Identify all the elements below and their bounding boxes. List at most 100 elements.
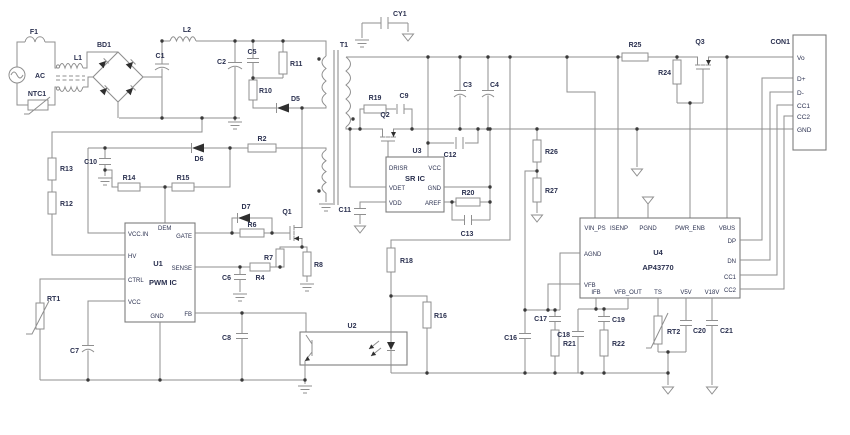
u4-pin-ts: TS: [654, 290, 662, 296]
label-c12: C12: [444, 152, 457, 159]
label-r13: R13: [60, 166, 73, 173]
label-c8: C8: [222, 335, 231, 342]
label-r10: R10: [259, 88, 272, 95]
label-u2: U2: [348, 323, 357, 330]
u4-pin-ifb: IFB: [591, 290, 600, 296]
label-r19: R19: [369, 95, 382, 102]
label-r25: R25: [629, 42, 642, 49]
label-ntc1: NTC1: [28, 91, 46, 98]
label-c18: C18: [557, 332, 570, 339]
q1-mosfet-icon: [280, 218, 303, 248]
inductor-icon: [169, 36, 197, 43]
sr-stage: [349, 57, 793, 234]
rt1-thermistor-icon: [35, 302, 45, 330]
u1-name: PWM IC: [149, 278, 177, 287]
con1-pin-labels: Vo D+ D- CC1 CC2 GND: [797, 55, 812, 134]
label-r4: R4: [256, 275, 265, 282]
label-r20: R20: [462, 190, 475, 197]
label-q3: Q3: [695, 39, 704, 46]
u1-pin-hv: HV: [128, 254, 136, 260]
label-c21: C21: [720, 328, 733, 335]
label-q1: Q1: [282, 209, 291, 216]
label-c6: C6: [222, 275, 231, 282]
u4-pin-cc2: CC2: [724, 288, 737, 294]
label-l2: L2: [183, 27, 191, 34]
label-d5: D5: [291, 96, 300, 103]
u1-ref: U1: [153, 259, 163, 268]
con1-pin-dm: D-: [797, 90, 804, 97]
label-d6: D6: [195, 156, 204, 163]
u4-box: [579, 217, 741, 299]
label-c16: C16: [504, 335, 517, 342]
con1-pin-cc2: CC2: [797, 114, 810, 121]
label-r27: R27: [545, 188, 558, 195]
con1-pin-cc1: CC1: [797, 103, 810, 110]
con1-pin-dp: D+: [797, 76, 806, 83]
u3-pin-vcc: VCC: [428, 166, 441, 172]
label-r21: R21: [563, 341, 576, 348]
u4-pin-vinps: VIN_PS: [584, 226, 605, 232]
ntc-thermistor-icon: [27, 99, 49, 111]
u3-pin-vdet: VDET: [389, 186, 405, 192]
junction-dots: [86, 39, 729, 382]
fuse-icon: [24, 36, 46, 43]
label-c20: C20: [693, 328, 706, 335]
label-r2: R2: [258, 136, 267, 143]
u3-pin-vdd: VDD: [389, 201, 402, 207]
q3-mosfet-icon: [688, 56, 718, 79]
con1-pin-vo: Vo: [797, 55, 805, 62]
label-r26: R26: [545, 149, 558, 156]
primary-controller: [26, 143, 327, 394]
u4-pin-v5v: V5V: [680, 290, 691, 296]
label-r22: R22: [612, 341, 625, 348]
label-c10: C10: [84, 159, 97, 166]
label-ac: AC: [35, 73, 45, 80]
u1-pin-gnd: GND: [150, 314, 164, 320]
label-t1: T1: [340, 42, 348, 49]
label-bd1: BD1: [97, 42, 111, 49]
u3-pin-aref: AREF: [425, 201, 441, 207]
label-r8: R8: [314, 262, 323, 269]
optocoupler: [299, 296, 408, 380]
u4-pin-isenp: ISENP: [610, 226, 628, 232]
u3-name: SR IC: [405, 174, 426, 183]
label-c4: C4: [490, 82, 499, 89]
label-c2: C2: [217, 59, 226, 66]
label-r7: R7: [264, 255, 273, 262]
label-c13: C13: [461, 231, 474, 238]
label-r15: R15: [177, 175, 190, 182]
u3-ref: U3: [413, 148, 422, 155]
bridge-rectifier-icon: [92, 51, 144, 103]
u1-box: [124, 222, 196, 323]
u4-pin-pgnd: PGND: [639, 226, 657, 232]
u3-pin-drisr: DRISR: [389, 166, 408, 172]
labels: F1 AC NTC1 L1 BD1 C1 L2 C2 C5 R11 R10 D5…: [28, 11, 790, 355]
label-c7: C7: [70, 348, 79, 355]
u1-pin-vcc: VCC: [128, 300, 141, 306]
u4-pin-vfb: VFB: [584, 283, 596, 289]
label-c11: C11: [339, 207, 352, 214]
u4-ref: U4: [653, 248, 663, 257]
q2-mosfet-icon: [373, 128, 403, 151]
label-r6: R6: [248, 222, 257, 229]
label-cy1: CY1: [393, 11, 407, 18]
u1-pin-sense: SENSE: [172, 266, 192, 272]
label-r16: R16: [434, 313, 447, 320]
label-r14: R14: [123, 175, 136, 182]
u4-pin-dp: DP: [728, 239, 736, 245]
con1-pin-gnd: GND: [797, 127, 812, 134]
label-c1: C1: [156, 53, 165, 60]
u4-pin-vfbout: VFB_OUT: [614, 290, 642, 296]
label-con1: CON1: [771, 39, 791, 46]
label-r11: R11: [290, 61, 303, 68]
label-c5: C5: [248, 49, 257, 56]
u4-pin-v18v: V18V: [705, 290, 720, 296]
rt2-thermistor-icon: [653, 315, 663, 345]
u4-pin-dn: DN: [727, 259, 736, 265]
output-stage: [346, 52, 793, 373]
label-r18: R18: [400, 258, 413, 265]
u1-pin-ctrl: CTRL: [128, 278, 144, 284]
u4-name: AP43770: [642, 263, 673, 272]
